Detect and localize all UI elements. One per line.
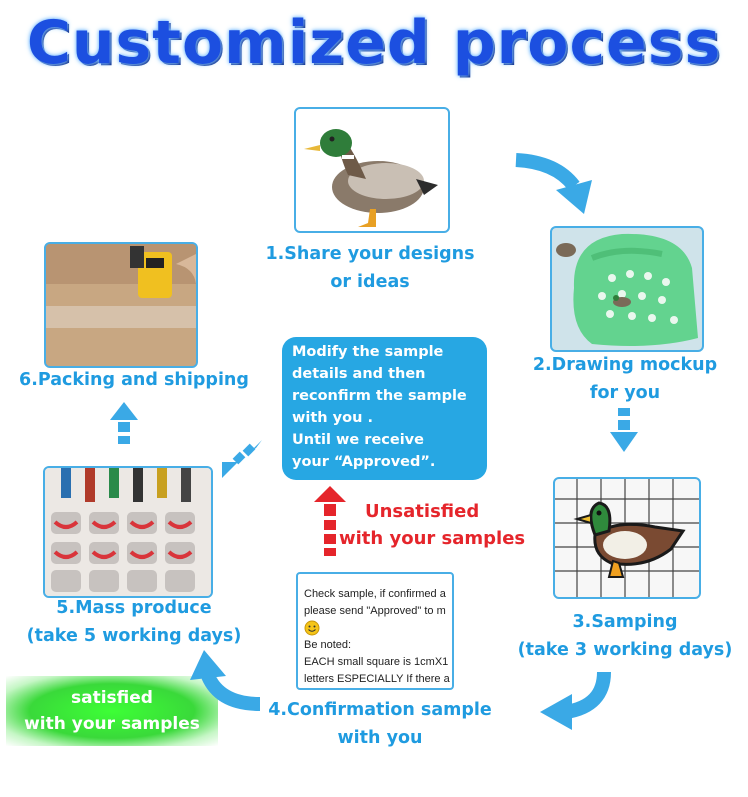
step-1-line2: or ideas	[330, 272, 410, 292]
step-6-label: 6.Packing and shipping	[6, 366, 262, 394]
step-1-label: 1.Share your designs or ideas	[255, 240, 485, 296]
smiley-icon	[304, 620, 452, 637]
arrow-step4-to-step5	[190, 650, 261, 711]
note-line-1: Modify the sample	[292, 344, 444, 360]
chat-line-4: EACH small square is 1cmX1	[304, 656, 449, 668]
step-5-line2: (take 5 working days)	[26, 626, 242, 646]
unsatisfied-line2: with your samples	[339, 528, 526, 549]
clog-image	[550, 226, 704, 352]
arrow-step2-to-step3	[610, 408, 638, 452]
arrow-note-to-step5	[222, 440, 262, 478]
step-4-line1: 4.Confirmation sample	[268, 700, 492, 720]
chat-line-1: Check sample, if confirmed a	[304, 588, 446, 600]
step-3-label: 3.Samping (take 3 working days)	[505, 608, 745, 664]
step-2-label: 2.Drawing mockup for you	[520, 351, 730, 407]
note-line-3: reconfirm the sample	[292, 388, 467, 404]
satisfied-badge: satisfied with your samples	[6, 676, 218, 746]
step-3-line1: 3.Samping	[572, 612, 678, 632]
page-title: Customized process	[26, 8, 722, 78]
arrow-step5-to-step6	[110, 402, 138, 444]
satisfied-line1: satisfied	[71, 688, 153, 708]
arrow-unsatisfied-up	[314, 486, 346, 556]
duck-charm-image	[553, 477, 701, 599]
note-line-4: with you .	[292, 410, 373, 426]
step-3-line2: (take 3 working days)	[517, 640, 733, 660]
arrow-step3-to-step4	[540, 671, 611, 730]
unsatisfied-label: Unsatisfied with your samples	[339, 498, 549, 552]
step-2-line1: 2.Drawing mockup	[532, 355, 718, 375]
unsatisfied-line1: Unsatisfied	[365, 501, 480, 522]
note-line-5: Until we receive	[292, 432, 424, 448]
molding-image	[43, 466, 213, 598]
step-4-line2: with you	[337, 728, 423, 748]
chat-line-2: please send "Approved" to m	[304, 605, 446, 617]
step-1-line1: 1.Share your designs	[265, 244, 475, 264]
chat-line-3: Be noted:	[304, 639, 352, 651]
duck-image	[294, 107, 450, 233]
step-4-label: 4.Confirmation sample with you	[262, 696, 498, 752]
note-line-2: details and then	[292, 366, 426, 382]
chat-line-5: letters ESPECIALLY If there a	[304, 673, 450, 685]
packing-image	[44, 242, 198, 368]
satisfied-line2: with your samples	[24, 714, 200, 734]
confirmation-chat: Check sample, if confirmed a please send…	[296, 572, 454, 690]
step-5-label: 5.Mass produce (take 5 working days)	[14, 594, 254, 650]
step-2-line2: for you	[589, 383, 661, 403]
step-6-line1: 6.Packing and shipping	[19, 370, 249, 390]
arrow-step1-to-step2	[515, 153, 592, 214]
modify-sample-note: Modify the sample details and then recon…	[282, 337, 487, 480]
step-5-line1: 5.Mass produce	[56, 598, 212, 618]
note-line-6: your “Approved”.	[292, 454, 436, 470]
